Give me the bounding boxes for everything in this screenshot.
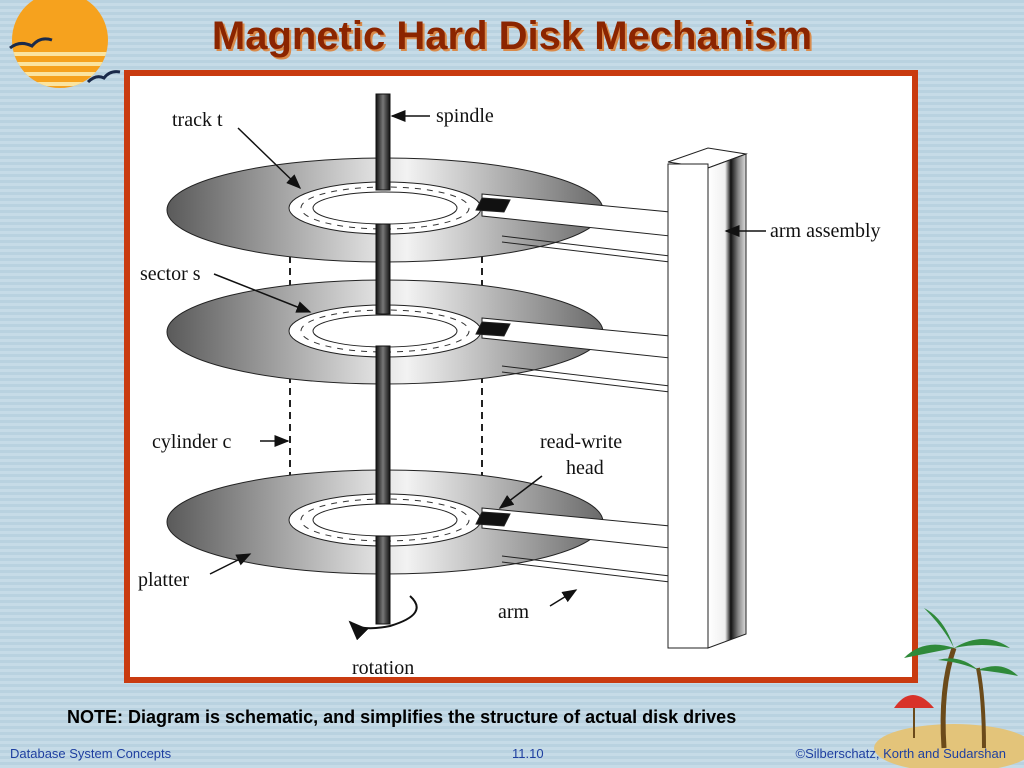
label-cylinder: cylinder c <box>152 431 232 453</box>
diagram-note: NOTE: Diagram is schematic, and simplifi… <box>67 707 737 727</box>
label-track: track t <box>172 109 223 131</box>
umbrella-icon <box>894 695 934 708</box>
footer-copyright: ©Silberschatz, Korth and Sudarshan <box>795 746 1006 761</box>
platter-top <box>166 157 604 263</box>
label-read-write: read-write <box>540 431 622 453</box>
label-arm: arm <box>498 601 530 623</box>
label-spindle: spindle <box>436 105 494 127</box>
page-title: Magnetic Hard Disk Mechanism <box>211 14 813 58</box>
label-rotation: rotation <box>352 657 414 677</box>
label-sector: sector s <box>140 263 201 285</box>
read-write-head <box>475 197 511 213</box>
diagram-frame: track t spindle arm assembly sector s cy… <box>124 70 918 683</box>
platter-middle <box>166 279 604 385</box>
sun-logo <box>9 0 121 88</box>
footer-slide-number: 11.10 <box>512 746 544 761</box>
rotation-arrow <box>348 595 418 641</box>
arm-bottom <box>475 507 671 583</box>
bird-icon <box>9 37 53 50</box>
label-platter: platter <box>138 569 189 591</box>
label-arm-assembly: arm assembly <box>770 220 881 242</box>
footer-course: Database System Concepts <box>10 746 172 761</box>
hard-disk-diagram: track t spindle arm assembly sector s cy… <box>138 93 881 677</box>
bird-icon <box>86 70 121 84</box>
palm-tree-icon <box>904 608 1018 676</box>
arm-assembly-column <box>667 147 748 649</box>
palm-island-decoration <box>874 608 1024 768</box>
label-head: head <box>566 457 604 479</box>
